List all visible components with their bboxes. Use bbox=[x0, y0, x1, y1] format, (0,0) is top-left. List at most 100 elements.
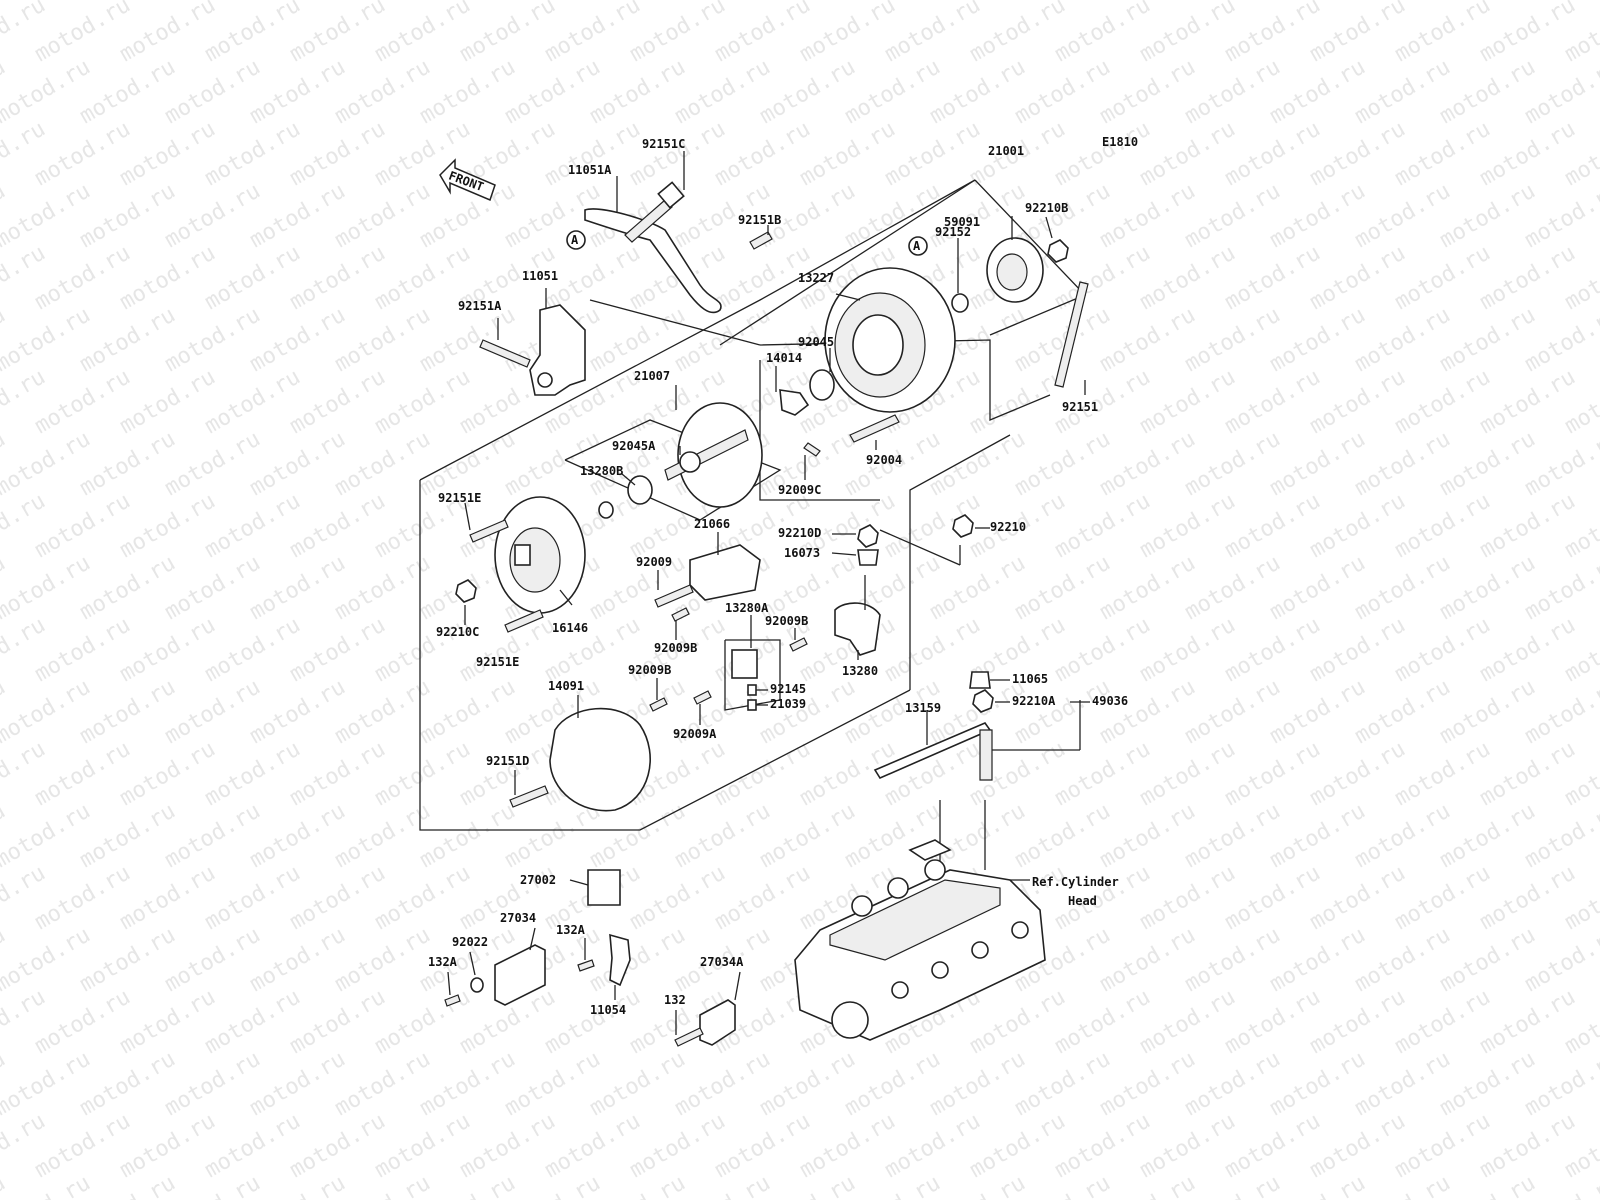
brush-21039 bbox=[747, 699, 757, 711]
screw-92009A bbox=[693, 690, 712, 705]
labels: E1810 FRONT A A 21001 92151C 11051A 9215… bbox=[428, 135, 1138, 1017]
part-label-92151C[interactable]: 92151C bbox=[642, 137, 685, 151]
washer-13280B bbox=[598, 501, 614, 519]
part-label-92210B[interactable]: 92210B bbox=[1025, 201, 1068, 215]
screw-92009 bbox=[654, 584, 694, 608]
bolt-head-92151C bbox=[657, 181, 685, 209]
part-label-13227[interactable]: 13227 bbox=[798, 271, 834, 285]
part-label-92151A[interactable]: 92151A bbox=[458, 299, 502, 313]
callout-a-right bbox=[908, 236, 928, 256]
bolt-132A-right bbox=[577, 959, 595, 972]
cylinder-head bbox=[794, 839, 1046, 1041]
bolt-132A-left bbox=[444, 994, 461, 1007]
part-label-14091[interactable]: 14091 bbox=[548, 679, 584, 693]
part-label-16073[interactable]: 16073 bbox=[784, 546, 820, 560]
part-label-92151E-top[interactable]: 92151E bbox=[438, 491, 481, 505]
ref-head-label[interactable]: Head bbox=[1068, 894, 1097, 908]
part-label-92045[interactable]: 92045 bbox=[798, 335, 834, 349]
part-label-92210A[interactable]: 92210A bbox=[1012, 694, 1056, 708]
part-label-49036[interactable]: 49036 bbox=[1092, 694, 1128, 708]
relay-27034A bbox=[699, 999, 736, 1046]
screw-92009C bbox=[803, 442, 821, 457]
part-label-92009A[interactable]: 92009A bbox=[673, 727, 717, 741]
part-label-92210D[interactable]: 92210D bbox=[778, 526, 821, 540]
part-label-27034[interactable]: 27034 bbox=[500, 911, 536, 925]
part-label-92009B-top[interactable]: 92009B bbox=[654, 641, 697, 655]
ref-cylinder-label[interactable]: Ref.Cylinder bbox=[1032, 875, 1119, 889]
watermark-text: motod.ru bbox=[0, 0, 95, 5]
part-label-92045A[interactable]: 92045A bbox=[612, 439, 656, 453]
part-label-14014[interactable]: 14014 bbox=[766, 351, 802, 365]
part-label-11051[interactable]: 11051 bbox=[522, 269, 558, 283]
part-label-132A-right[interactable]: 132A bbox=[556, 923, 586, 937]
bracket-11054 bbox=[609, 933, 631, 987]
part-label-27002[interactable]: 27002 bbox=[520, 873, 556, 887]
bolt-92151E-upper bbox=[469, 519, 509, 543]
bolt-92151A bbox=[479, 339, 531, 368]
regulator-21066 bbox=[689, 544, 761, 601]
nut-92210 bbox=[952, 514, 974, 538]
part-label-13280A[interactable]: 13280A bbox=[725, 601, 769, 615]
front-housing-13227 bbox=[824, 267, 956, 413]
part-label-11054[interactable]: 11054 bbox=[590, 1003, 626, 1017]
nut-92210B bbox=[1047, 239, 1069, 263]
part-label-21039[interactable]: 21039 bbox=[770, 697, 806, 711]
part-label-92004[interactable]: 92004 bbox=[866, 453, 902, 467]
part-label-11065[interactable]: 11065 bbox=[1012, 672, 1048, 686]
screw-92009B-right bbox=[789, 637, 808, 652]
part-label-13280B[interactable]: 13280B bbox=[580, 464, 623, 478]
part-label-21066[interactable]: 21066 bbox=[694, 517, 730, 531]
part-label-59091[interactable]: 59091 bbox=[944, 215, 980, 229]
part-label-92210[interactable]: 92210 bbox=[990, 520, 1026, 534]
watermark-text: motod.ru bbox=[0, 1171, 10, 1200]
nut-92210A bbox=[972, 689, 994, 713]
part-label-21001[interactable]: 21001 bbox=[988, 144, 1024, 158]
group-frame-lines bbox=[419, 179, 1087, 870]
spring-92145 bbox=[747, 684, 757, 696]
part-label-13280[interactable]: 13280 bbox=[842, 664, 878, 678]
part-label-27034A[interactable]: 27034A bbox=[700, 955, 744, 969]
part-label-16146[interactable]: 16146 bbox=[552, 621, 588, 635]
part-label-132A-left[interactable]: 132A bbox=[428, 955, 458, 969]
relay-27034 bbox=[494, 944, 546, 1006]
part-label-92151E-bottom[interactable]: 92151E bbox=[476, 655, 519, 669]
bearing-92045A bbox=[627, 475, 653, 505]
spacer-92152 bbox=[951, 293, 969, 313]
part-label-92151B[interactable]: 92151B bbox=[738, 213, 781, 227]
part-label-92210C[interactable]: 92210C bbox=[436, 625, 479, 639]
part-label-92009B-left[interactable]: 92009B bbox=[628, 663, 671, 677]
part-label-92009B-right[interactable]: 92009B bbox=[765, 614, 808, 628]
part-label-21007[interactable]: 21007 bbox=[634, 369, 670, 383]
nut-92210C bbox=[455, 579, 477, 603]
part-label-11051A[interactable]: 11051A bbox=[568, 163, 612, 177]
bolt-132 bbox=[674, 1027, 704, 1047]
leader-lines bbox=[447, 151, 1090, 1035]
part-label-92152[interactable]: 92152 bbox=[935, 225, 971, 239]
bolt-92151D bbox=[509, 785, 549, 808]
part-label-92145[interactable]: 92145 bbox=[770, 682, 806, 696]
plate-14014 bbox=[779, 389, 810, 416]
callout-a-right-label: A bbox=[913, 239, 921, 253]
part-label-92151[interactable]: 92151 bbox=[1062, 400, 1098, 414]
callout-a-left-label: A bbox=[571, 233, 579, 247]
washer-92022 bbox=[470, 977, 484, 993]
part-shapes bbox=[439, 158, 1089, 1047]
part-label-92009[interactable]: 92009 bbox=[636, 555, 672, 569]
bolt-92151C bbox=[624, 199, 673, 243]
part-label-92151D[interactable]: 92151D bbox=[486, 754, 529, 768]
part-label-92022[interactable]: 92022 bbox=[452, 935, 488, 949]
stud-92004 bbox=[849, 414, 900, 443]
rotor-21007 bbox=[664, 402, 763, 508]
bearing-92045 bbox=[809, 369, 835, 401]
part-label-132[interactable]: 132 bbox=[664, 993, 686, 1007]
rectifier-13280 bbox=[834, 602, 881, 656]
screw-92009B-top bbox=[671, 607, 690, 622]
part-label-13159[interactable]: 13159 bbox=[905, 701, 941, 715]
diagram-code: E1810 bbox=[1102, 135, 1138, 149]
rear-housing-16146 bbox=[494, 496, 586, 614]
nut-92210D bbox=[857, 524, 879, 548]
part-label-92009C[interactable]: 92009C bbox=[778, 483, 821, 497]
end-cover-14091 bbox=[549, 707, 651, 812]
